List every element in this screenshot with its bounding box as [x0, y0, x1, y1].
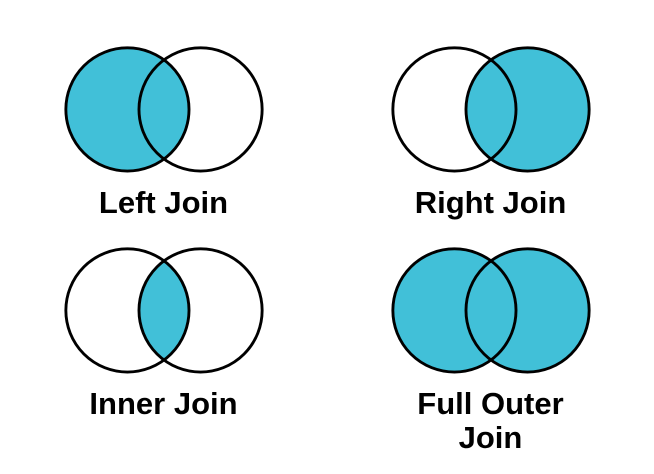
diagram-grid: Left Join Right Join	[0, 44, 654, 454]
left-circle-outline	[63, 247, 190, 374]
right-circle-fill	[465, 249, 589, 373]
right-circle-outline	[137, 247, 264, 374]
left-circle-outline	[390, 46, 517, 173]
left-circle-fill	[65, 47, 189, 172]
venn-diagram-left-join	[63, 46, 264, 173]
venn-cell-left-join: Left Join	[62, 44, 266, 219]
right-circle-outline	[137, 46, 264, 173]
venn-label-left-join: Left Join	[98, 184, 229, 220]
venn-label-right-join: Right Join	[414, 184, 567, 220]
venn-label-inner-join: Inner Join	[89, 386, 238, 422]
venn-diagram-full-outer-join	[390, 247, 591, 374]
right-circle-fill	[465, 47, 589, 172]
venn-cell-full-outer-join: Full Outer Join	[389, 245, 593, 454]
right-circle-outline	[464, 46, 591, 173]
intersection-fill	[138, 249, 189, 373]
left-circle-outline	[63, 46, 190, 173]
venn-cell-right-join: Right Join	[389, 44, 593, 219]
venn-cell-inner-join: Inner Join	[62, 245, 266, 422]
right-circle-outline	[464, 247, 591, 374]
left-circle-outline	[390, 247, 517, 374]
venn-diagram-right-join	[390, 46, 591, 173]
venn-label-full-outer-join: Full Outer Join	[417, 386, 564, 455]
venn-diagram-inner-join	[63, 247, 264, 374]
